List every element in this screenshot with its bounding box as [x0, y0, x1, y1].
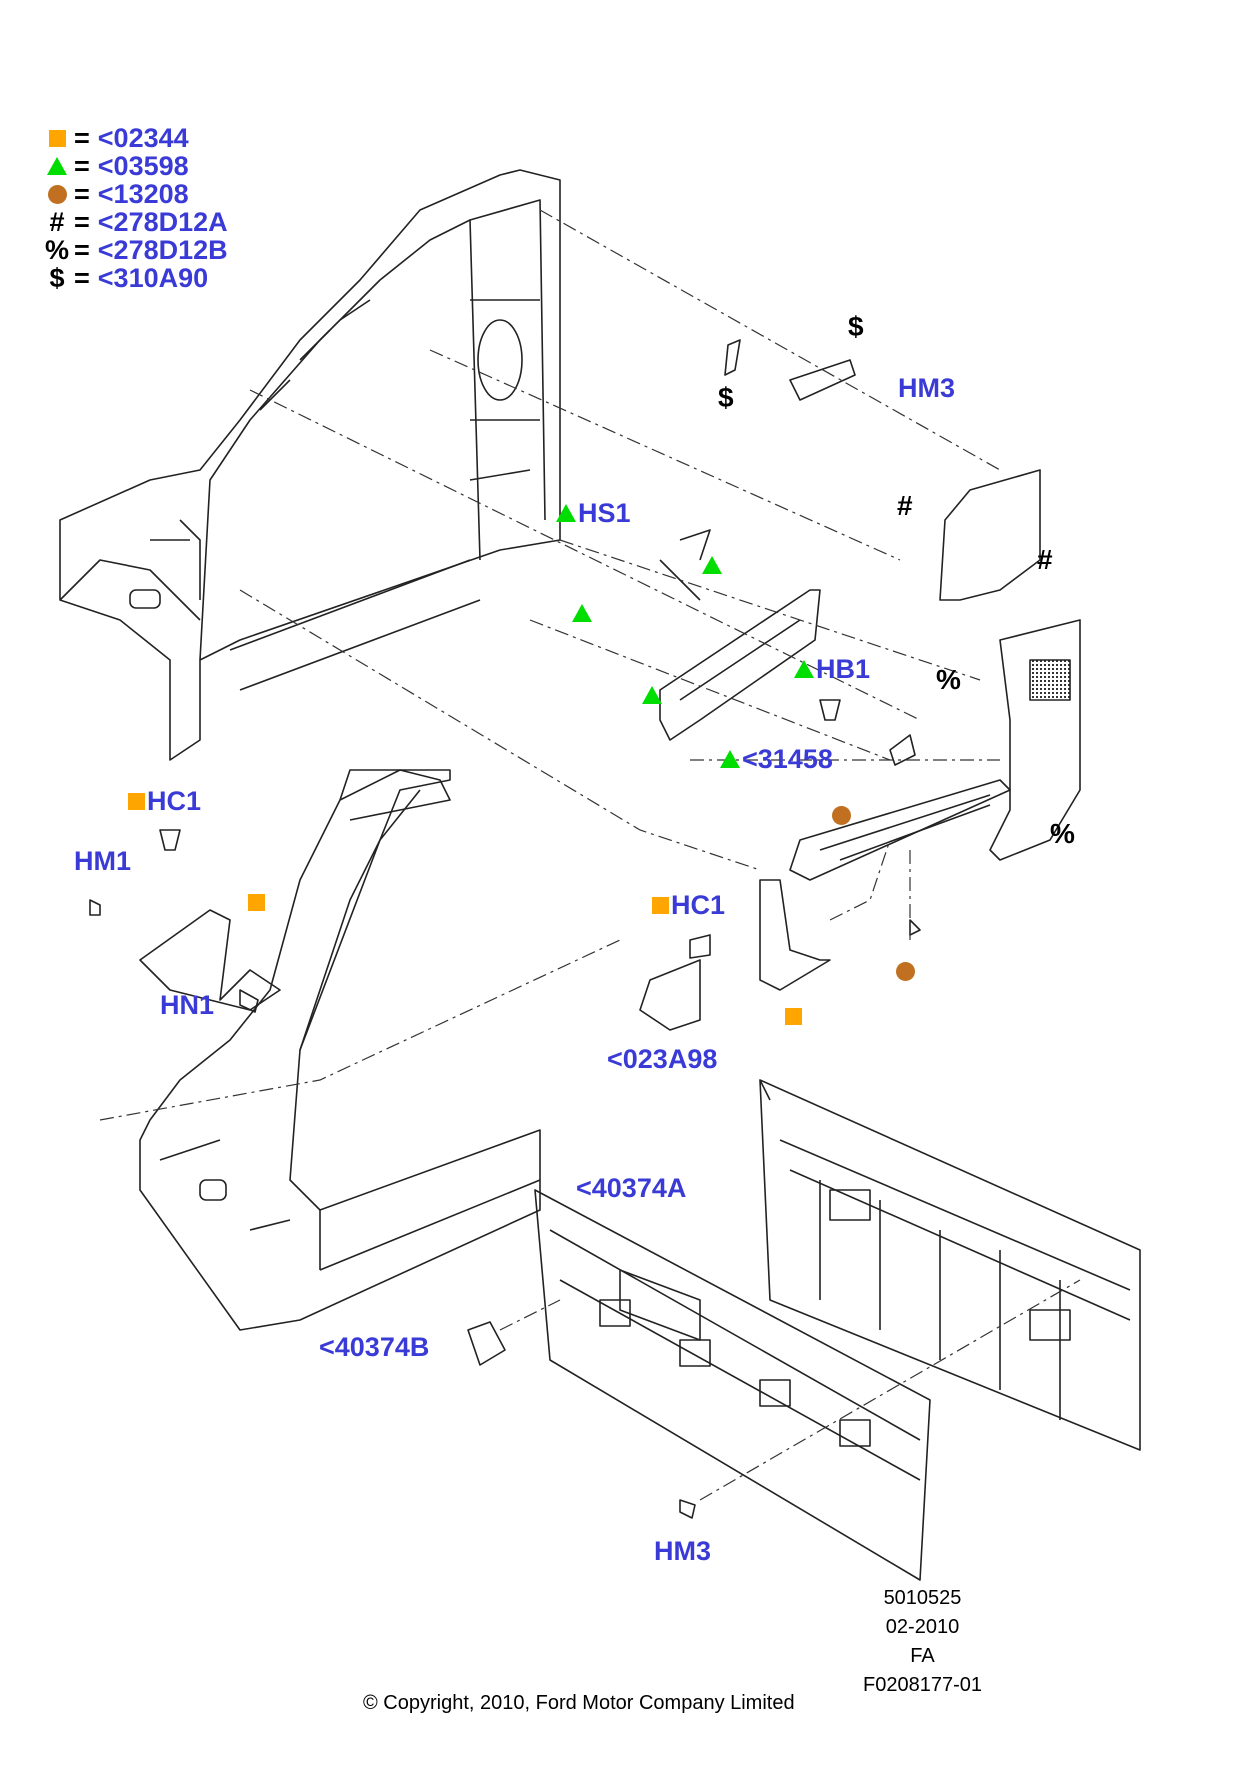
drawing-meta: 5010525 02-2010 FA F0208177-01: [863, 1584, 982, 1700]
copyright-notice: © Copyright, 2010, Ford Motor Company Li…: [363, 1692, 795, 1714]
legend-code: <278D12A: [97, 207, 228, 237]
legend-row-square: = <02344: [46, 124, 228, 152]
dot-marker-icon: [46, 184, 68, 204]
legend: = <02344 = <03598 = <13208 # = <278D12A …: [45, 124, 228, 292]
cab-back-wall: [759, 1079, 1141, 1451]
legend-equals: =: [74, 123, 90, 153]
hash-marker: #: [1037, 544, 1053, 575]
callout-hn1: HN1: [160, 990, 215, 1020]
drawing-ref: F0208177-01: [863, 1674, 982, 1696]
c-pillar-lower-trim: [989, 619, 1081, 861]
triangle-marker-icon: [702, 556, 722, 574]
legend-code: <02344: [97, 123, 189, 153]
percent-marker: %: [45, 235, 70, 265]
callout-label: HC1: [147, 786, 202, 816]
upper-body-frame: [59, 169, 561, 761]
legend-equals: =: [74, 151, 90, 181]
callout-hm3-bottom: HM3: [654, 1536, 712, 1566]
back-panel-trim: [534, 1189, 931, 1581]
legend-equals: =: [74, 179, 90, 209]
cowl-side-trim-right: [639, 959, 701, 1031]
percent-marker: %: [936, 664, 961, 695]
callout-hc1-right: HC1: [652, 890, 725, 920]
triangle-marker-icon: [642, 686, 662, 704]
dollar-marker: $: [848, 311, 864, 342]
dollar-marker: $: [718, 382, 734, 413]
percent-marker: %: [1050, 818, 1075, 849]
legend-row-hash: # = <278D12A: [46, 207, 228, 237]
legend-row-triangle: = <03598: [46, 152, 228, 180]
triangle-marker-icon: [720, 750, 740, 768]
drawing-code: FA: [910, 1645, 935, 1667]
legend-row-dollar: $ = <310A90: [46, 264, 228, 292]
callout-31458: <31458: [720, 744, 833, 774]
callout-hc1-left: HC1: [128, 786, 201, 816]
legend-code: <13208: [97, 179, 189, 209]
callout-hm3-top: HM3: [898, 373, 956, 403]
legend-equals: =: [74, 207, 90, 237]
legend-row-percent: % = <278D12B: [45, 235, 228, 265]
drawing-date: 02-2010: [885, 1616, 960, 1638]
cowl-side-trim-left: [139, 909, 281, 1011]
callout-hb1: HB1: [794, 654, 870, 684]
triangle-marker-icon: [46, 157, 68, 175]
legend-row-dot: = <13208: [46, 180, 228, 208]
hash-marker: #: [49, 207, 65, 237]
dot-marker-icon: [896, 962, 915, 981]
scuff-plate: [789, 779, 1011, 881]
callout-hs1: HS1: [556, 498, 631, 528]
lower-body-frame: [139, 769, 541, 1331]
drawing-number: 5010525: [883, 1587, 962, 1609]
legend-equals: =: [74, 263, 90, 293]
square-marker-icon: [46, 129, 68, 147]
square-marker-icon: [128, 792, 145, 810]
square-marker-icon: [652, 896, 669, 914]
dollar-marker: $: [49, 263, 65, 293]
c-pillar-upper-trim: [939, 469, 1041, 601]
window-bezel: [467, 1321, 506, 1366]
hash-marker: #: [897, 490, 913, 521]
callout-label: <31458: [742, 744, 833, 774]
triangle-marker-icon: [572, 604, 592, 622]
triangle-marker-icon: [556, 504, 576, 522]
dot-marker-icon: [832, 806, 851, 825]
callout-40374a: <40374A: [576, 1173, 687, 1203]
callout-023a98: <023A98: [607, 1044, 718, 1074]
triangle-marker-icon: [794, 660, 814, 678]
legend-code: <278D12B: [97, 235, 228, 265]
callout-hm1: HM1: [74, 846, 132, 876]
callout-label: HS1: [578, 498, 631, 528]
legend-equals: =: [74, 235, 90, 265]
square-marker-icon: [785, 1008, 802, 1025]
callout-40374b: <40374B: [319, 1332, 430, 1362]
callout-label: HC1: [671, 890, 726, 920]
legend-code: <03598: [97, 151, 189, 181]
callout-label: HB1: [816, 654, 871, 684]
square-marker-icon: [248, 894, 265, 911]
legend-code: <310A90: [97, 263, 209, 293]
